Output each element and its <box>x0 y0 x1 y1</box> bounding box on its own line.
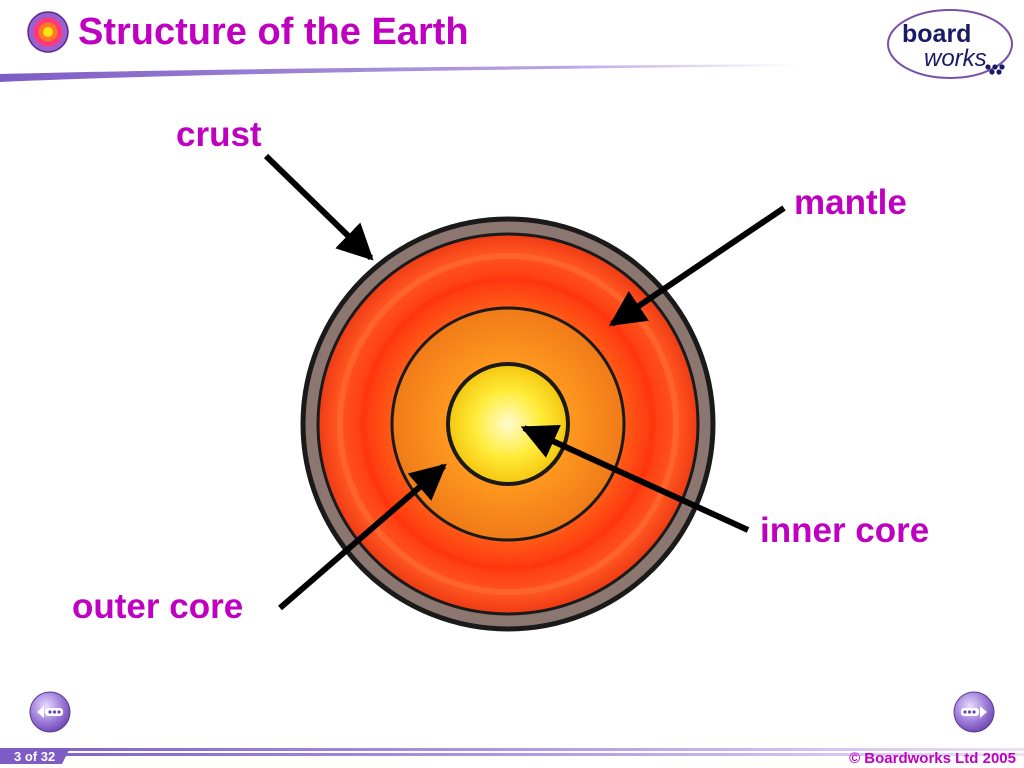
mantle-arrow <box>609 205 786 327</box>
previous-slide-button[interactable] <box>28 690 72 734</box>
previous-slide-icon <box>37 706 63 718</box>
page-title: Structure of the Earth <box>78 11 469 53</box>
logo-word-board: board <box>902 20 971 48</box>
label-outer-core: outer core <box>72 587 243 626</box>
header-divider <box>0 64 800 82</box>
page-counter: 3 of 32 <box>14 749 56 764</box>
logo-word-works: works <box>924 45 987 72</box>
outer-core-arrow <box>278 463 447 611</box>
next-slide-button[interactable] <box>952 690 996 734</box>
boardworks-logo: board works <box>887 9 1013 79</box>
next-slide-icon <box>961 706 987 718</box>
footer-bar <box>0 748 1024 764</box>
inner-core-arrow <box>520 425 750 533</box>
inner-core-layer <box>446 362 570 486</box>
label-crust: crust <box>176 115 262 154</box>
crust-arrow <box>263 153 374 261</box>
concentric-rings-icon <box>27 11 69 53</box>
copyright-notice: © Boardworks Ltd 2005 <box>849 750 1016 767</box>
label-mantle: mantle <box>794 183 907 222</box>
label-inner-core: inner core <box>760 511 929 550</box>
